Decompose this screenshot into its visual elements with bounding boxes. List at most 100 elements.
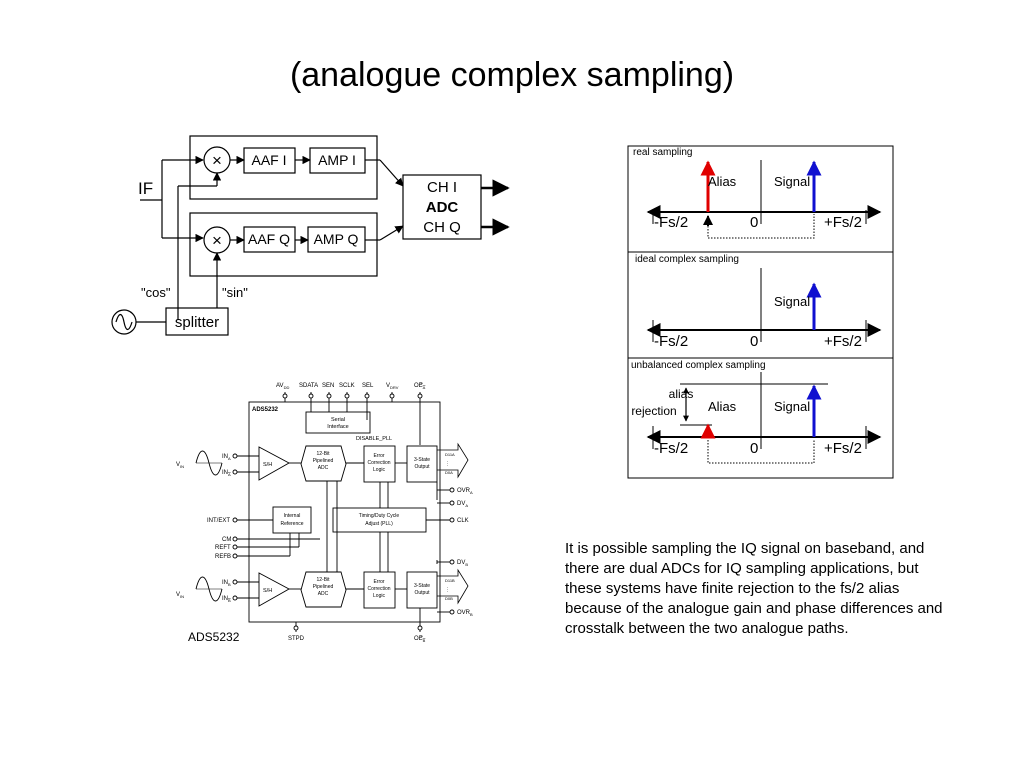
state-a-line2: Output <box>414 464 430 470</box>
aaf-q-label: AAF Q <box>248 231 290 247</box>
rejection-label-line1: alias <box>669 387 694 401</box>
pin-ina: INA <box>222 454 231 461</box>
pin-inb: INB <box>222 580 231 587</box>
sh-a <box>258 446 290 481</box>
mixer-q-symbol: × <box>212 231 222 250</box>
bus-a-bottom: D0A <box>445 470 453 475</box>
pin-clk: CLK <box>457 518 469 524</box>
pipeline-b-line2: Pipelined <box>313 584 334 590</box>
bus-b-top: D11B <box>445 578 455 583</box>
state-a-line1: 3-State <box>414 457 430 463</box>
panel-ideal-complex: ideal complex sampling Signal -Fs/2 0 +F… <box>635 254 882 350</box>
i-path-box <box>189 135 378 200</box>
pin-sel: SEL <box>362 383 374 389</box>
timing-block <box>332 507 427 533</box>
serial-interface-block <box>305 411 371 434</box>
axis-right-label: +Fs/2 <box>824 214 862 231</box>
adc-block <box>402 174 482 240</box>
internal-reference-block <box>272 506 312 534</box>
error-correction-b <box>363 571 396 609</box>
pin-vdrv: VDRV <box>386 383 399 390</box>
spectrum-frame <box>627 145 894 479</box>
ref-line1: Internal <box>284 513 301 519</box>
sh-a-label: S/H <box>263 462 272 468</box>
pipeline-a <box>300 445 347 482</box>
signal-label: Signal <box>774 174 810 189</box>
timing-line1: Timing/Duty Cycle <box>359 513 400 519</box>
axis-right-label: +Fs/2 <box>824 440 862 457</box>
chip-outline <box>248 401 441 623</box>
slide-title: (analogue complex sampling) <box>289 56 735 94</box>
pin-dvb: DVB <box>457 560 468 567</box>
serial-label-2: Interface <box>327 424 348 430</box>
pipeline-b <box>300 571 347 608</box>
pin-stpd: STPD <box>288 636 305 642</box>
pin-dva: DVA <box>457 501 468 508</box>
error-a-line1: Error <box>373 453 384 459</box>
error-a-line2: Correction <box>367 460 390 466</box>
panel-real-sampling: real sampling Alias Signal -Fs/2 0 +Fs/2 <box>633 147 882 239</box>
explanation-text: It is possible sampling the IQ signal on… <box>565 540 943 637</box>
pipeline-b-line3: ADC <box>318 591 329 597</box>
pin-ovra: OVRA <box>457 488 473 495</box>
three-state-b <box>406 571 438 609</box>
spectrum-panels: real sampling Alias Signal -Fs/2 0 +Fs/2… <box>627 145 894 479</box>
pin-cm: CM <box>222 537 231 543</box>
signal-label: Signal <box>774 399 810 414</box>
error-b-line1: Error <box>373 579 384 585</box>
sin-label: "sin" <box>222 285 248 300</box>
pipeline-b-line1: 12-Bit <box>316 577 330 583</box>
three-state-a <box>406 445 438 483</box>
pin-inb-neg: INB <box>222 596 231 603</box>
panel-unbalanced-complex: unbalanced complex sampling alias reject… <box>631 360 882 464</box>
if-label: IF <box>138 179 153 198</box>
pin-sclk: SCLK <box>339 383 355 389</box>
serial-label-1: Serial <box>331 417 345 423</box>
pin-sdata: SDATA <box>299 383 318 389</box>
ads5232-labels: AVDD SDATA SEN SCLK SEL VDRV OEA ADS5232… <box>176 383 473 644</box>
panel2-title: ideal complex sampling <box>635 254 739 265</box>
axis-zero-label: 0 <box>750 214 758 231</box>
error-b-line2: Correction <box>367 586 390 592</box>
vin-b: VIN <box>176 592 184 599</box>
panel3-title: unbalanced complex sampling <box>631 360 766 371</box>
ads5232-block-diagram <box>195 392 469 632</box>
pin-oeb: OEB <box>414 636 426 643</box>
iq-block-diagram <box>111 135 510 336</box>
axis-left-label: -Fs/2 <box>654 333 688 350</box>
bus-b-bottom: D0B <box>445 596 453 601</box>
state-b-line2: Output <box>414 590 430 596</box>
pin-reft: REFT <box>215 545 231 551</box>
alias-label: Alias <box>708 399 737 414</box>
pipeline-a-line3: ADC <box>318 465 329 471</box>
axis-zero-label: 0 <box>750 333 758 350</box>
axis-left-label: -Fs/2 <box>654 214 688 231</box>
axis-zero-label: 0 <box>750 440 758 457</box>
error-correction-a <box>363 445 396 483</box>
pin-ovrb: OVRB <box>457 610 473 617</box>
amp-q-label: AMP Q <box>314 231 359 247</box>
timing-line2: Adjust (PLL) <box>365 521 393 527</box>
adc-label: ADC <box>426 199 459 216</box>
vin-a: VIN <box>176 462 184 469</box>
signal-label: Signal <box>774 294 810 309</box>
aaf-i-label: AAF I <box>251 152 286 168</box>
error-a-line3: Logic <box>373 467 385 473</box>
sh-b <box>258 572 290 607</box>
pin-ina-neg: INA <box>222 470 231 477</box>
bus-b-dots: ⋮ <box>445 587 450 593</box>
splitter-label: splitter <box>175 314 219 331</box>
q-path-box <box>189 212 378 277</box>
chip-caption: ADS5232 <box>188 630 240 644</box>
pin-sen: SEN <box>322 383 334 389</box>
pipeline-a-line1: 12-Bit <box>316 451 330 457</box>
pin-avdd: AVDD <box>276 383 289 390</box>
cos-label: "cos" <box>141 285 171 300</box>
axis-left-label: -Fs/2 <box>654 440 688 457</box>
chip-name: ADS5232 <box>252 407 279 413</box>
bus-a-dots: ⋮ <box>445 461 450 467</box>
block-diagram-labels: IF × × AAF I AMP I AAF Q AMP Q CH I ADC … <box>138 151 461 331</box>
splitter-block <box>165 307 229 336</box>
adc-ch-q-label: CH Q <box>423 219 461 236</box>
